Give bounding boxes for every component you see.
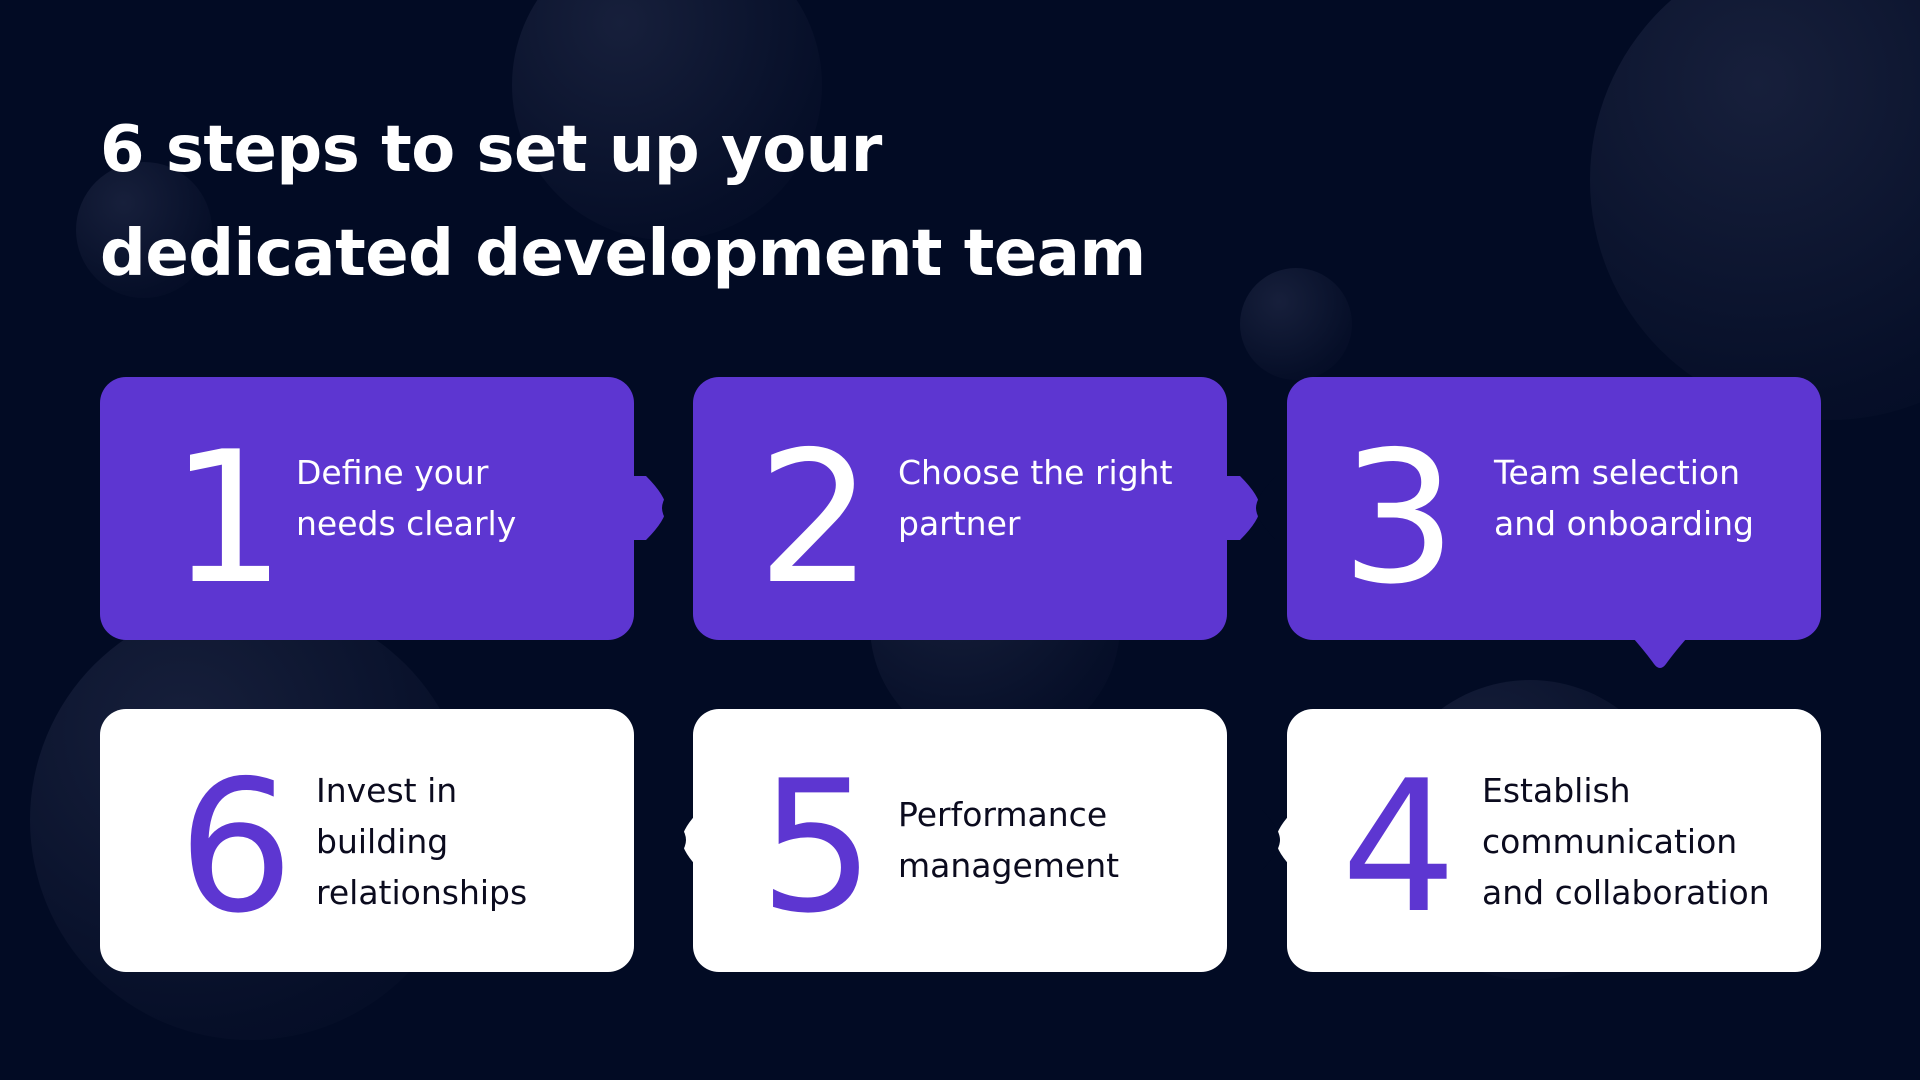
- step-card-2: 2 Choose the right partner: [693, 377, 1227, 640]
- step-card-5: 5 Performance management: [693, 709, 1227, 972]
- step-label-line: Team selection: [1494, 453, 1741, 492]
- step-label-line: building: [316, 822, 449, 861]
- step-number: 1: [170, 412, 286, 624]
- step-label-line: needs clearly: [296, 504, 517, 543]
- background-bubble: [1240, 268, 1352, 380]
- step-label-line: communication: [1482, 822, 1738, 861]
- step-card-3: 3 Team selection and onboarding: [1287, 377, 1821, 640]
- step-label-line: Define your: [296, 453, 489, 492]
- step-label-line: Invest in: [316, 771, 458, 810]
- background-bubble: [512, 0, 822, 240]
- step-label-line: Establish: [1482, 771, 1631, 810]
- step-label-line: Performance: [898, 795, 1108, 834]
- step-card-1: 1 Define your needs clearly: [100, 377, 634, 640]
- step-label-line: Choose the right: [898, 453, 1173, 492]
- step-label-line: and collaboration: [1482, 873, 1770, 912]
- step-number: 3: [1341, 412, 1457, 624]
- background-bubble: [76, 162, 212, 298]
- step-label-line: relationships: [316, 873, 528, 912]
- step-number: 4: [1341, 741, 1457, 953]
- step-card-6: 6 Invest in building relationships: [100, 709, 634, 972]
- step-label-line: and onboarding: [1494, 504, 1755, 543]
- step-label: Invest in building relationships: [316, 765, 527, 918]
- step-number: 5: [759, 741, 875, 953]
- step-label: Choose the right partner: [898, 447, 1173, 549]
- title-line-2: dedicated development team: [100, 217, 1146, 291]
- step-label: Define your needs clearly: [296, 447, 516, 549]
- step-label: Establish communication and collaboratio…: [1482, 765, 1770, 918]
- connector-arrow-right: [626, 476, 690, 540]
- step-label: Team selection and onboarding: [1494, 447, 1754, 549]
- connector-arrow-left: [658, 808, 722, 872]
- background-bubble: [1590, 0, 1920, 420]
- connector-arrow-right: [1220, 476, 1284, 540]
- title-line-1: 6 steps to set up your: [100, 113, 882, 187]
- step-number: 6: [178, 741, 294, 953]
- step-card-4: 4 Establish communication and collaborat…: [1287, 709, 1821, 972]
- connector-arrow-left: [1252, 808, 1316, 872]
- step-label-line: management: [898, 846, 1120, 885]
- step-label-line: partner: [898, 504, 1021, 543]
- step-label: Performance management: [898, 789, 1119, 891]
- page-title: 6 steps to set up your dedicated develop…: [100, 98, 1146, 306]
- step-number: 2: [757, 412, 873, 624]
